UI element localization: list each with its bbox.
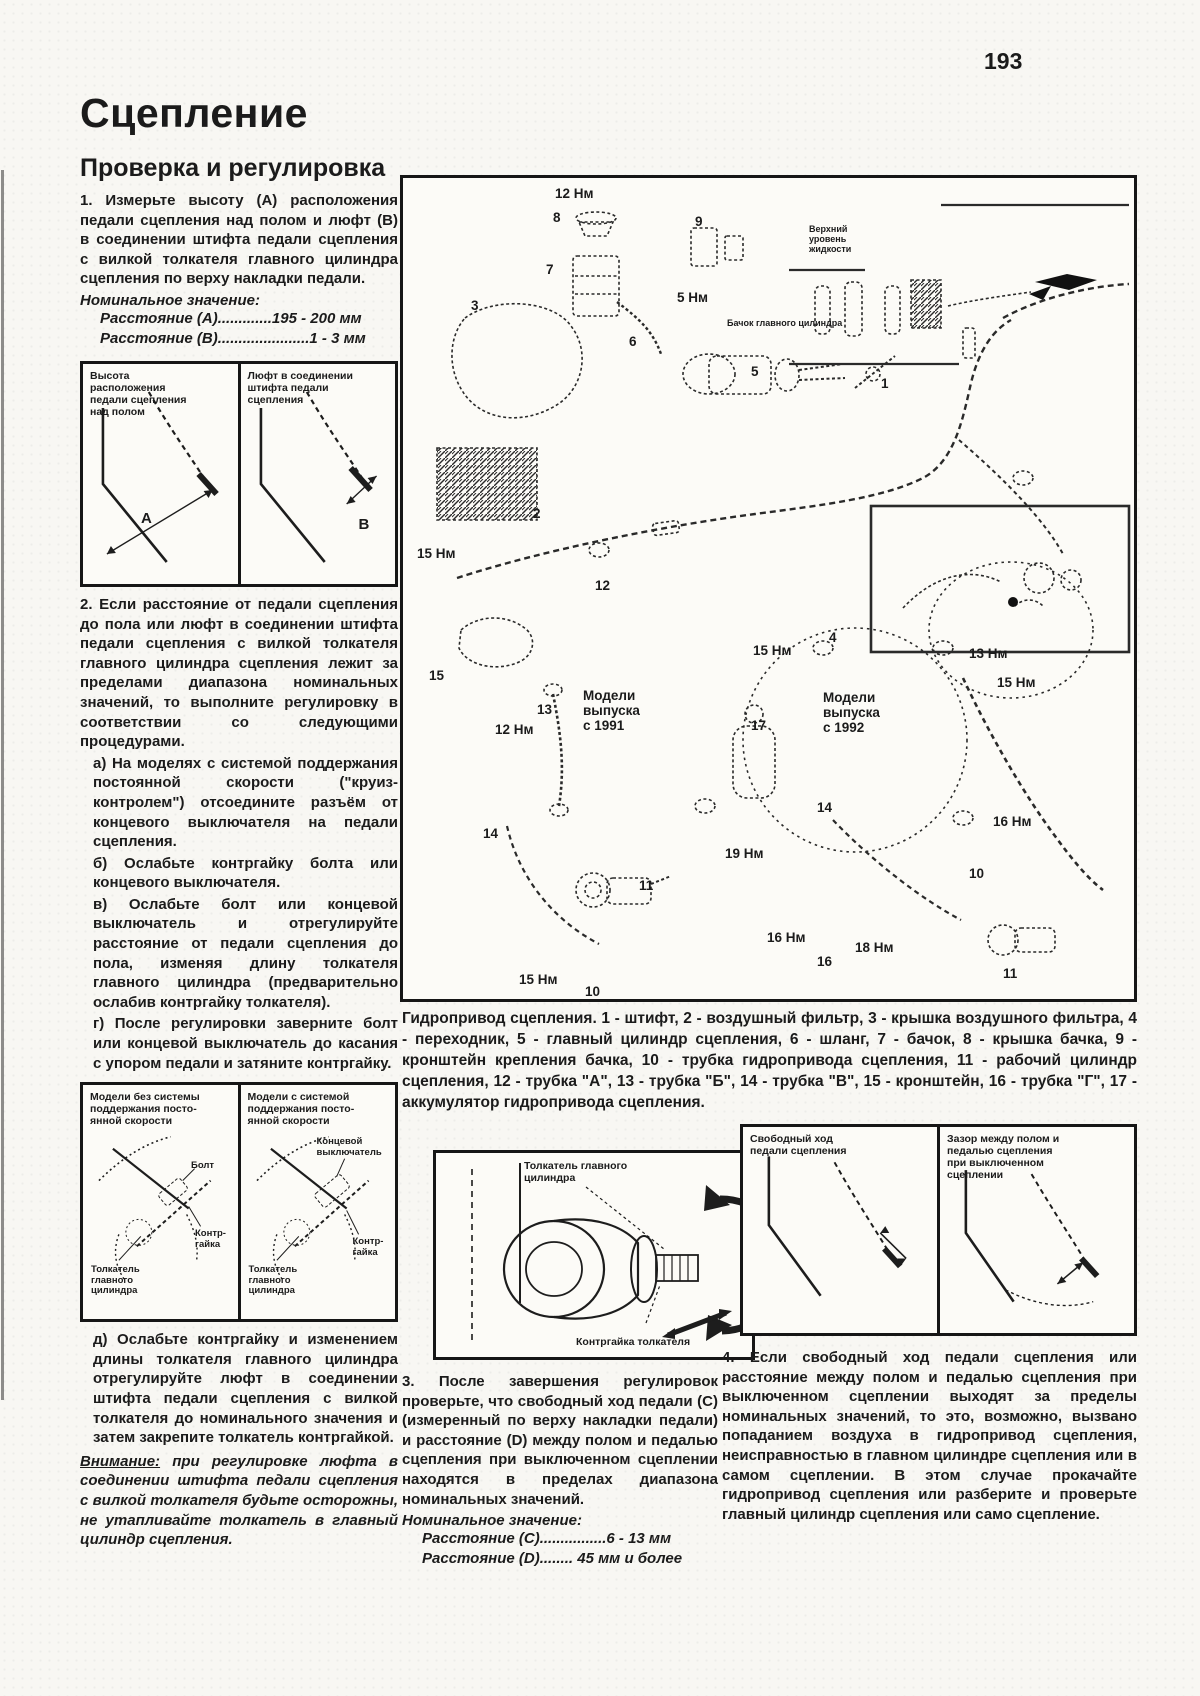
part-number: 12	[595, 578, 611, 593]
figure-panel-floor-gap: Зазор между полом и педалью сцепления пр…	[937, 1127, 1134, 1333]
paragraph-item-g: г) После регулировки заверните болт или …	[93, 1015, 398, 1072]
figure-pedal-height-and-play: Высота расположения педали сцепления над…	[80, 360, 398, 587]
torque-label: 15 Нм	[997, 675, 1036, 690]
page-number: 193	[984, 48, 1023, 74]
part-number: 14	[817, 800, 833, 815]
diagram-caption: Гидропривод сцепления. 1 - штифт, 2 - во…	[402, 1010, 1137, 1111]
warning-text: при регулировке люфта в соединении штифт…	[80, 1452, 398, 1549]
figure-caption: Модели с системой поддержания посто- янн…	[247, 1091, 355, 1128]
paragraph-step2: 2. Если расстояние от педали сцепления д…	[80, 595, 398, 751]
pushrod-label: Толкатель главного цилиндра	[524, 1160, 628, 1184]
figure-panel-free-travel: Свободный ход педали сцепления	[743, 1127, 937, 1333]
figure-pushrod-adjustment: Модели без системы поддержания посто- ян…	[80, 1082, 398, 1323]
figure-caption: Высота расположения педали сцепления над…	[90, 369, 187, 418]
free-travel-drawing	[767, 1156, 907, 1297]
scan-edge-artifact	[1, 170, 4, 1400]
limit-switch-label: Концевой выключатель	[316, 1136, 382, 1158]
step4-block: 4. Если свободный ход педали сцепления и…	[722, 1348, 1137, 1526]
locknut-label: Контргайка толкателя	[576, 1336, 691, 1348]
part-number: 11	[639, 878, 654, 893]
dimension-letter-a: А	[141, 509, 152, 527]
spec-distance-c: Расстояние (С)................6 - 13 мм	[422, 1530, 672, 1548]
part-number: 9	[695, 214, 703, 229]
locknut-label: Контр- гайка	[195, 1228, 226, 1250]
figure-caption: Зазор между полом и педалью сцепления пр…	[947, 1133, 1060, 1181]
part-number: 16	[817, 954, 833, 969]
torque-label: 16 Нм	[767, 930, 806, 945]
part-number: 6	[629, 334, 637, 349]
section-heading: Проверка и регулировка	[80, 154, 386, 182]
figure-caption: Люфт в соединении штифта педали сцеплени…	[247, 369, 353, 406]
torque-label: 15 Нм	[417, 546, 456, 561]
part-number: 11	[1003, 966, 1018, 981]
warning-paragraph: Внимание: при регулировке люфта в соедин…	[80, 1452, 398, 1550]
fluid-level-note: Верхний уровень жидкости	[809, 224, 852, 254]
no-cruise-drawing	[98, 1136, 212, 1281]
paragraph-step3: 3. После завершения регулировок проверьт…	[402, 1373, 718, 1508]
pushrod-label: Толкатель главного цилиндра	[248, 1264, 298, 1297]
part-number: 17	[751, 718, 767, 733]
paragraph-item-b: б) Ослабьте контргайку болта или концево…	[93, 854, 398, 892]
locknut-label: Контр- гайка	[352, 1236, 384, 1258]
torque-label: 13 Нм	[969, 646, 1008, 661]
figure-pushrod-locknut: Толкатель главного цилиндра Контргайка т…	[433, 1150, 755, 1360]
figure-caption: Свободный ход педали сцепления	[750, 1133, 847, 1157]
part-number: 10	[969, 866, 985, 881]
left-column: Сцепление Проверка и регулировка 1. Изме…	[80, 90, 398, 1550]
torque-label: 19 Нм	[725, 846, 764, 861]
reservoir-inset-caption: Бачок главного цилиндра	[727, 318, 843, 328]
part-number: 7	[546, 262, 554, 277]
spec-distance-a: Расстояние (А).............195 - 200 мм	[100, 309, 362, 327]
spec-label: Номинальное значение:	[80, 291, 260, 309]
paragraph-step4: 4. Если свободный ход педали сцепления и…	[722, 1349, 1137, 1523]
spec-label: Номинальное значение:	[402, 1512, 582, 1530]
figure-panel-no-cruise: Модели без системы поддержания посто- ян…	[83, 1085, 238, 1319]
torque-label: 15 Нм	[519, 972, 558, 987]
figure-panel-pedal-play: Люфт в соединении штифта педали сцеплени…	[237, 363, 396, 584]
paragraph-item-d: д) Ослабьте контргайку и изменением длин…	[93, 1331, 398, 1447]
diagram-drawing	[436, 203, 1131, 956]
page-title: Сцепление	[80, 90, 308, 136]
figure-panel-with-cruise: Модели с системой поддержания посто- янн…	[237, 1085, 396, 1320]
step3-block: 3. После завершения регулировок проверьт…	[402, 1372, 718, 1569]
model-note-1992: Модели выпуска с 1992	[823, 690, 880, 735]
part-number: 4	[829, 630, 837, 645]
paragraph-item-a: а) На моделях с системой поддержания пос…	[93, 754, 398, 851]
part-number: 5	[751, 364, 759, 379]
part-number: 10	[585, 984, 601, 999]
spec-distance-b: Расстояние (В)......................1 - …	[100, 329, 366, 347]
floor-gap-drawing	[964, 1170, 1100, 1307]
spec-distance-d: Расстояние (D)........ 45 мм и более	[422, 1550, 683, 1568]
torque-label: 18 Нм	[855, 940, 894, 955]
part-number: 1	[881, 376, 889, 391]
bolt-label: Болт	[191, 1160, 215, 1172]
with-cruise-drawing	[255, 1136, 369, 1281]
paragraph-item-v: в) Ослабьте болт или концевой выключател…	[93, 895, 398, 1011]
warning-label: Внимание:	[80, 1452, 161, 1470]
figure-panel-pedal-height: Высота расположения педали сцепления над…	[83, 364, 238, 584]
part-number: 2	[533, 506, 541, 521]
torque-label: 12 Нм	[555, 186, 594, 201]
part-number: 3	[471, 298, 479, 313]
clutch-hydraulics-diagram: 12 Нм 8 9 7 5 Нм 3 6 5 1 2 15 Нм 12 4 15…	[400, 175, 1137, 1002]
torque-label: 5 Нм	[677, 290, 708, 305]
part-number: 15	[429, 668, 445, 683]
pedal-play-drawing	[259, 391, 377, 563]
dimension-letter-b: В	[358, 515, 370, 533]
part-number: 8	[553, 210, 561, 225]
figure-caption: Модели без системы поддержания посто- ян…	[90, 1091, 200, 1128]
torque-label: 12 Нм	[495, 722, 534, 737]
paragraph-step1: 1. Измерьте высоту (А) расположения педа…	[80, 192, 398, 288]
part-number: 14	[483, 826, 499, 841]
model-note-1991: Модели выпуска с 1991	[583, 688, 640, 733]
torque-label: 16 Нм	[993, 814, 1032, 829]
figure-free-travel-and-gap: Свободный ход педали сцепления Зазор меж…	[740, 1124, 1137, 1336]
torque-label: 15 Нм	[753, 643, 792, 658]
part-number: 13	[537, 702, 553, 717]
pushrod-label: Толкатель главного цилиндра	[91, 1264, 140, 1297]
pedal-height-drawing	[101, 391, 219, 563]
